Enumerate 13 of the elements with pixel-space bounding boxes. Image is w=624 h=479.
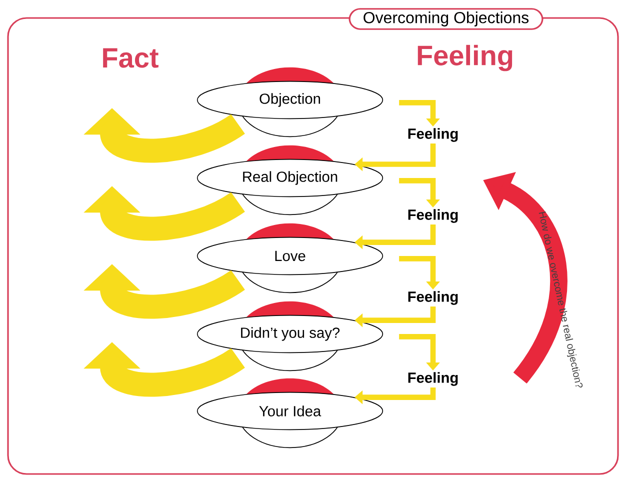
ball-drawing: Love	[196, 223, 384, 294]
title-box: Overcoming Objections	[348, 8, 544, 30]
ball-drawing: Didn’t you say?	[196, 301, 384, 372]
ball-drawing: Real Objection	[196, 145, 384, 216]
heading: Feeling	[418, 44, 512, 72]
ball-drawing: Your Idea	[196, 378, 384, 448]
arrow-caption: How do we overcome the real objection?	[538, 212, 583, 388]
feeling-label: Feeling	[408, 291, 458, 305]
feeling-label: Feeling	[408, 209, 458, 223]
ball-drawing: Objection	[196, 67, 384, 138]
feeling-label: Feeling	[408, 128, 458, 142]
heading: Fact	[103, 48, 158, 68]
feeling-label: Feeling	[408, 372, 458, 386]
